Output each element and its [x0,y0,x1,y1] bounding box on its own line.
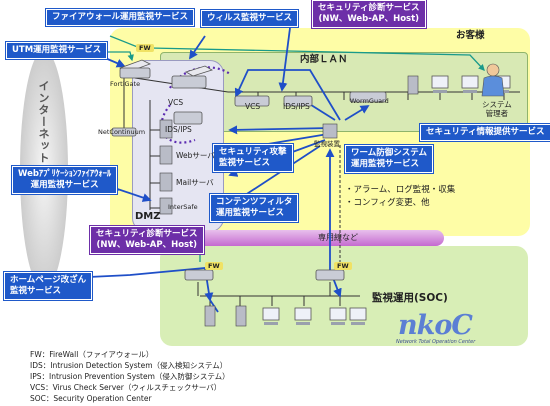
legend-ids: IDS：Intrusion Detection System（侵入検知システム） [30,361,228,370]
monitor-device-label: 監視装置 [314,140,340,148]
netcontinuum-label: NetContinuum [98,128,146,136]
fw-soc-right-label: FW [334,262,352,270]
tag-firewall-monitoring: ファイアウォール運用監視サービス [46,9,195,26]
dmz-label: DMZ [135,211,161,222]
legend: FW：FireWall（ファイアウォール） IDS：Intrusion Dete… [30,349,230,404]
intersafe-label: InterSafe [168,203,198,211]
tag-attack-monitoring: セキュリティ攻撃 監視サービス [213,144,293,172]
fw-top-label: FW [136,44,154,52]
admin-person [481,63,505,97]
legend-ips: IPS：Intrusion Prevention System（侵入防御システム… [30,372,230,381]
tag-virus-monitoring: ウィルス監視サービス [201,10,299,27]
internet-label: インターネット [37,80,50,164]
tag-security-info: セキュリティ情報提供サービス [420,124,550,141]
admin-label: システム 管理者 [482,100,512,118]
logo-word: nkoC [398,310,473,341]
fw-soc-left-label: FW [205,262,223,270]
tag-security-diagnosis-bottom: セキュリティ診断サービス (NW、Web-AP、Host) [90,226,204,254]
tag-homepage-tamper: ホームページ改ざん 監視サービス [4,272,93,300]
feature-item-config: ・コンフィグ変更、他 [345,198,430,208]
vcs-lan-label: VCS [245,102,261,111]
wormguard-label: WormGuard [350,97,389,105]
ntoc-logo: nkoC Network Total Operation Center [380,310,510,346]
ids-lan-label: IDS/IPS [283,102,310,111]
web-server-label: Webサーバ [176,151,215,160]
tag-utm-monitoring: UTM運用監視サービス [6,42,108,59]
legend-soc: SOC：Security Operation Center [30,394,152,403]
dmz-servers [159,75,419,327]
legend-vcs: VCS：Virus Check Server（ウィルスチェックサーバ） [30,383,222,392]
tag-content-filter: コンテンツフィルタ 運用監視サービス [210,194,299,222]
feature-list: ・アラーム、ログ監視・収集 ・コンフィグ変更、他 [345,184,455,210]
fortigate-label: FortiGate [110,80,141,88]
tag-worm-defense: ワーム防御システム 運用監視サービス [345,145,433,173]
feature-item-alarm: ・アラーム、ログ監視・収集 [345,185,456,195]
mail-server-label: Mailサーバ [176,178,214,187]
legend-fw: FW：FireWall（ファイアウォール） [30,350,154,359]
tag-security-diagnosis-top: セキュリティ診断サービス (NW、Web-AP、Host) [312,0,426,28]
tag-waf-monitoring: Webｱﾌﾟﾘｹｰｼｮﾝﾌｧｲｱｳｫｰﾙ 運用監視サービス [12,166,118,194]
ids-dmz-label: IDS/IPS [165,125,192,134]
logo-tagline: Network Total Operation Center [396,339,476,345]
vcs-dmz-label: VCS [168,98,184,107]
soc-label: 監視運用(SOC) [372,292,448,304]
internal-lan-label: 内部ＬＡＮ [300,54,348,65]
devices [111,59,387,281]
customer-label: お客様 [456,30,485,41]
